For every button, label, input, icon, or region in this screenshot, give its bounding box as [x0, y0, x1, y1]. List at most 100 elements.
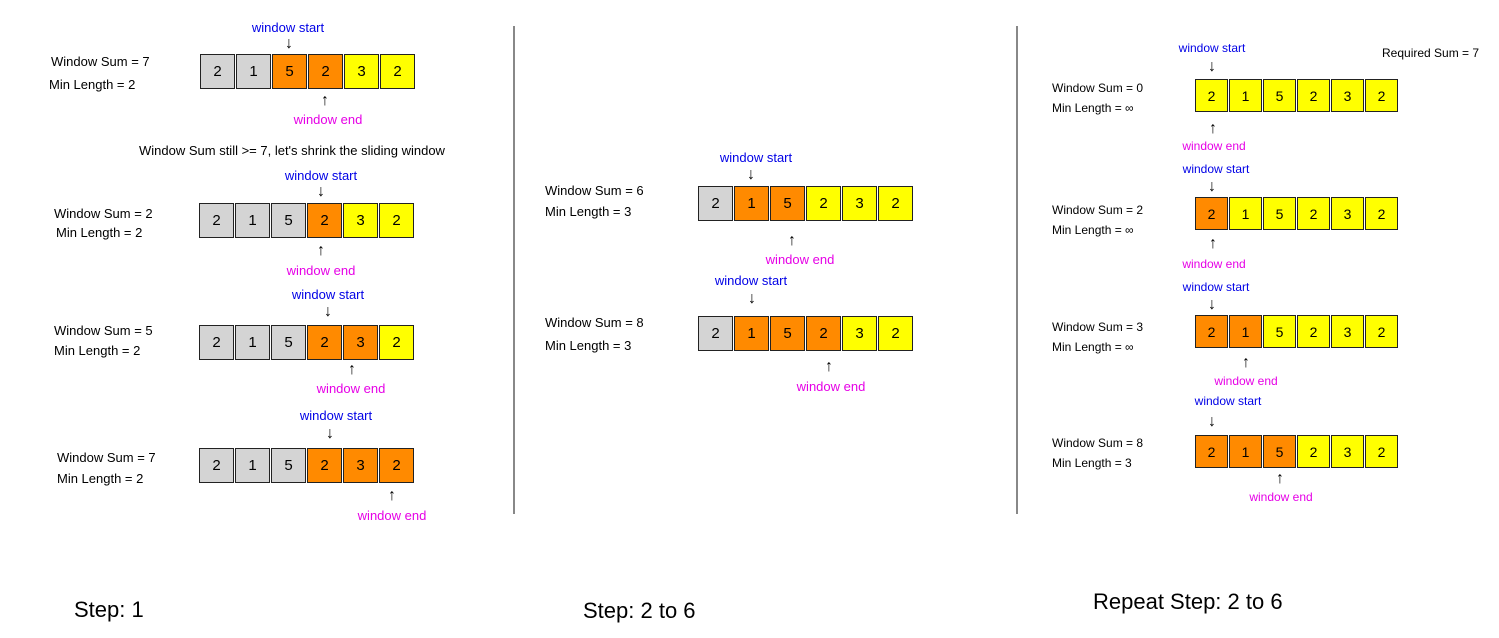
shrink-note: Window Sum still >= 7, let's shrink the … — [139, 143, 445, 158]
up-arrow-icon: ↑ — [825, 358, 833, 375]
window-start-label: window start — [714, 273, 788, 288]
window-end-label: window end — [1249, 490, 1313, 504]
array-cell: 1 — [236, 54, 271, 89]
array-cell: 1 — [235, 203, 270, 238]
min-length-label: Min Length = ∞ — [1052, 101, 1134, 115]
step-label: Repeat Step: 2 to 6 — [1093, 589, 1283, 614]
required-sum-label: Required Sum = 7 — [1382, 46, 1480, 60]
array-cell: 5 — [770, 316, 805, 351]
array-cell: 2 — [698, 186, 733, 221]
step-label: Step: 2 to 6 — [583, 598, 696, 623]
up-arrow-icon: ↑ — [1209, 235, 1217, 252]
array-cell: 5 — [770, 186, 805, 221]
divider-right — [1016, 26, 1018, 514]
array-cell: 2 — [878, 186, 913, 221]
up-arrow-icon: ↑ — [1242, 354, 1250, 371]
array-cell: 2 — [1297, 435, 1330, 468]
array-cell: 2 — [307, 448, 342, 483]
min-length-label: Min Length = 3 — [545, 338, 632, 353]
window-sum-label: Window Sum = 6 — [545, 183, 644, 198]
array-cell: 2 — [1195, 197, 1228, 230]
down-arrow-icon: ↓ — [1208, 413, 1216, 430]
up-arrow-icon: ↑ — [348, 361, 356, 378]
down-arrow-icon: ↓ — [326, 425, 334, 442]
array-cell: 2 — [199, 203, 234, 238]
down-arrow-icon: ↓ — [285, 35, 293, 52]
window-end-label: window end — [1182, 139, 1246, 153]
min-length-label: Min Length = 3 — [545, 204, 632, 219]
window-sum-label: Window Sum = 5 — [54, 323, 153, 338]
window-end-label: window end — [765, 252, 835, 267]
array-cell: 2 — [200, 54, 235, 89]
array-cell: 2 — [379, 448, 414, 483]
min-length-label: Min Length = 2 — [49, 77, 136, 92]
window-end-label: window end — [796, 379, 866, 394]
down-arrow-icon: ↓ — [1208, 178, 1216, 195]
array-cell: 5 — [271, 203, 306, 238]
array-cell: 5 — [272, 54, 307, 89]
array-cell: 5 — [1263, 315, 1296, 348]
window-sum-label: Window Sum = 7 — [51, 54, 150, 69]
array-cell: 2 — [379, 203, 414, 238]
array-cell: 3 — [842, 316, 877, 351]
array-cell: 2 — [1365, 315, 1398, 348]
min-length-label: Min Length = 2 — [57, 471, 144, 486]
min-length-label: Min Length = ∞ — [1052, 223, 1134, 237]
array-cell: 2 — [379, 325, 414, 360]
array-cell: 2 — [380, 54, 415, 89]
window-end-label: window end — [316, 381, 386, 396]
array-cell: 1 — [235, 448, 270, 483]
array-cell: 1 — [1229, 197, 1262, 230]
array-cell: 5 — [1263, 197, 1296, 230]
array-cell: 3 — [842, 186, 877, 221]
up-arrow-icon: ↑ — [321, 92, 329, 109]
up-arrow-icon: ↑ — [317, 242, 325, 259]
array-cell: 5 — [1263, 435, 1296, 468]
window-start-label: window start — [291, 287, 365, 302]
window-start-label: window start — [1182, 280, 1250, 294]
down-arrow-icon: ↓ — [748, 290, 756, 307]
window-sum-label: Window Sum = 7 — [57, 450, 156, 465]
array-cell: 2 — [199, 325, 234, 360]
min-length-label: Min Length = 2 — [56, 225, 143, 240]
up-arrow-icon: ↑ — [1276, 470, 1284, 487]
window-sum-label: Window Sum = 8 — [1052, 436, 1144, 450]
down-arrow-icon: ↓ — [1208, 58, 1216, 75]
array-cell: 3 — [1331, 197, 1364, 230]
array-cell: 1 — [1229, 315, 1262, 348]
min-length-label: Min Length = 2 — [54, 343, 141, 358]
array-cell: 3 — [344, 54, 379, 89]
window-end-label: window end — [1214, 374, 1278, 388]
array-cell: 5 — [271, 325, 306, 360]
window-start-label: window start — [284, 168, 358, 183]
array-cell: 2 — [307, 325, 342, 360]
array-cell: 3 — [1331, 435, 1364, 468]
array-cell: 5 — [1263, 79, 1296, 112]
down-arrow-icon: ↓ — [317, 183, 325, 200]
window-sum-label: Window Sum = 2 — [1052, 203, 1144, 217]
array-cell: 2 — [1365, 79, 1398, 112]
array-cell: 2 — [1297, 197, 1330, 230]
array-cell: 2 — [1195, 435, 1228, 468]
array-cell: 2 — [1195, 79, 1228, 112]
array-cell: 2 — [1297, 79, 1330, 112]
min-length-label: Min Length = 3 — [1052, 456, 1132, 470]
up-arrow-icon: ↑ — [388, 487, 396, 504]
window-start-label: window start — [719, 150, 793, 165]
window-end-label: window end — [1182, 257, 1246, 271]
window-start-label: window start — [299, 408, 373, 423]
down-arrow-icon: ↓ — [1208, 296, 1216, 313]
array-cell: 2 — [806, 186, 841, 221]
window-sum-label: Window Sum = 8 — [545, 315, 644, 330]
divider-left — [513, 26, 515, 514]
array-cell: 2 — [1297, 315, 1330, 348]
array-cell: 2 — [308, 54, 343, 89]
window-start-label: window start — [251, 20, 325, 35]
array-cell: 2 — [698, 316, 733, 351]
step-label: Step: 1 — [74, 597, 144, 622]
up-arrow-icon: ↑ — [788, 232, 796, 249]
window-end-label: window end — [293, 112, 363, 127]
